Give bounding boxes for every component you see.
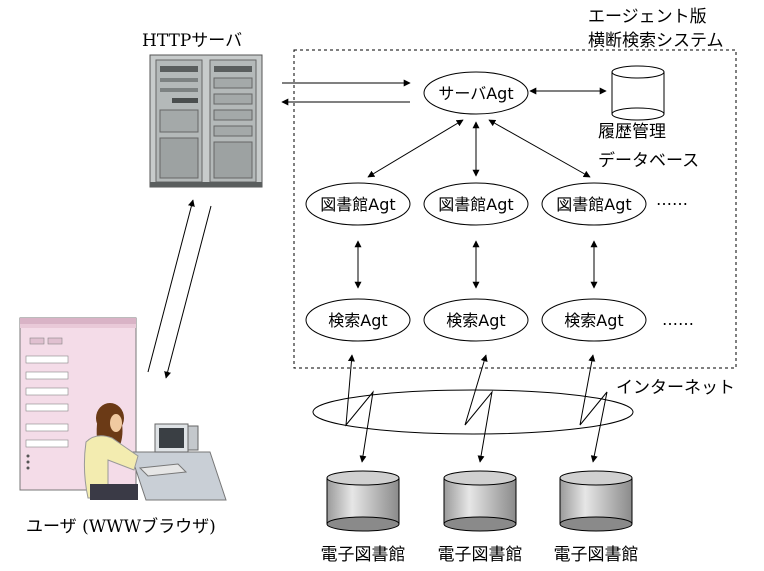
svg-text:検索Agt: 検索Agt xyxy=(564,311,623,330)
arrow-server-agent-library-3 xyxy=(488,119,591,178)
electronic-library-db-1 xyxy=(326,470,400,532)
http-server-icon xyxy=(149,54,263,188)
library-agent-ellipsis: …… xyxy=(656,190,688,209)
electronic-library-db-2 xyxy=(443,470,517,532)
electronic-library-label-1: 電子図書館 xyxy=(321,545,406,565)
arrow-server-agent-library-1 xyxy=(367,119,464,178)
system-title-line2: 横断検索システム xyxy=(588,31,724,51)
svg-text:図書館Agt: 図書館Agt xyxy=(556,195,631,214)
arrow-user-to-server xyxy=(147,199,195,373)
internet-cloud xyxy=(312,389,634,435)
user-person-icon xyxy=(83,403,139,500)
electronic-library-db-3 xyxy=(559,470,633,532)
search-agent-node-2: 検索Agt xyxy=(423,298,529,342)
search-agent-node-1: 検索Agt xyxy=(305,298,411,342)
svg-text:図書館Agt: 図書館Agt xyxy=(320,195,395,214)
svg-text:検索Agt: 検索Agt xyxy=(446,311,505,330)
system-title-line1: エージェント版 xyxy=(588,7,707,27)
library-agent-node-1: 図書館Agt xyxy=(305,182,411,226)
user-label: ユーザ (WWWブラウザ) xyxy=(26,516,216,537)
history-db-label-line2: データベース xyxy=(598,150,699,171)
svg-text:サーバAgt: サーバAgt xyxy=(438,84,513,103)
browser-window-icon xyxy=(19,317,137,491)
electronic-library-label-2: 電子図書館 xyxy=(438,545,523,565)
arrow-server-to-user xyxy=(164,205,212,379)
electronic-library-label-3: 電子図書館 xyxy=(554,545,639,565)
link-search-2-library-2 xyxy=(464,354,493,463)
library-agent-node-3: 図書館Agt xyxy=(541,182,647,226)
search-agent-node-3: 検索Agt xyxy=(541,298,647,342)
internet-label: インターネット xyxy=(616,378,735,398)
http-server-label: HTTPサーバ xyxy=(142,31,242,51)
svg-text:検索Agt: 検索Agt xyxy=(328,311,387,330)
search-agent-ellipsis: …… xyxy=(662,310,694,329)
computer-desk-icon xyxy=(129,423,227,501)
server-agent-node: サーバAgt xyxy=(423,71,529,115)
link-search-3-library-3 xyxy=(579,354,608,463)
system-boundary xyxy=(293,49,737,369)
svg-text:図書館Agt: 図書館Agt xyxy=(438,195,513,214)
link-search-1-library-1 xyxy=(345,354,374,463)
library-agent-node-2: 図書館Agt xyxy=(423,182,529,226)
history-db-icon xyxy=(611,65,665,121)
history-db-label-line1: 履歴管理 xyxy=(598,122,666,142)
